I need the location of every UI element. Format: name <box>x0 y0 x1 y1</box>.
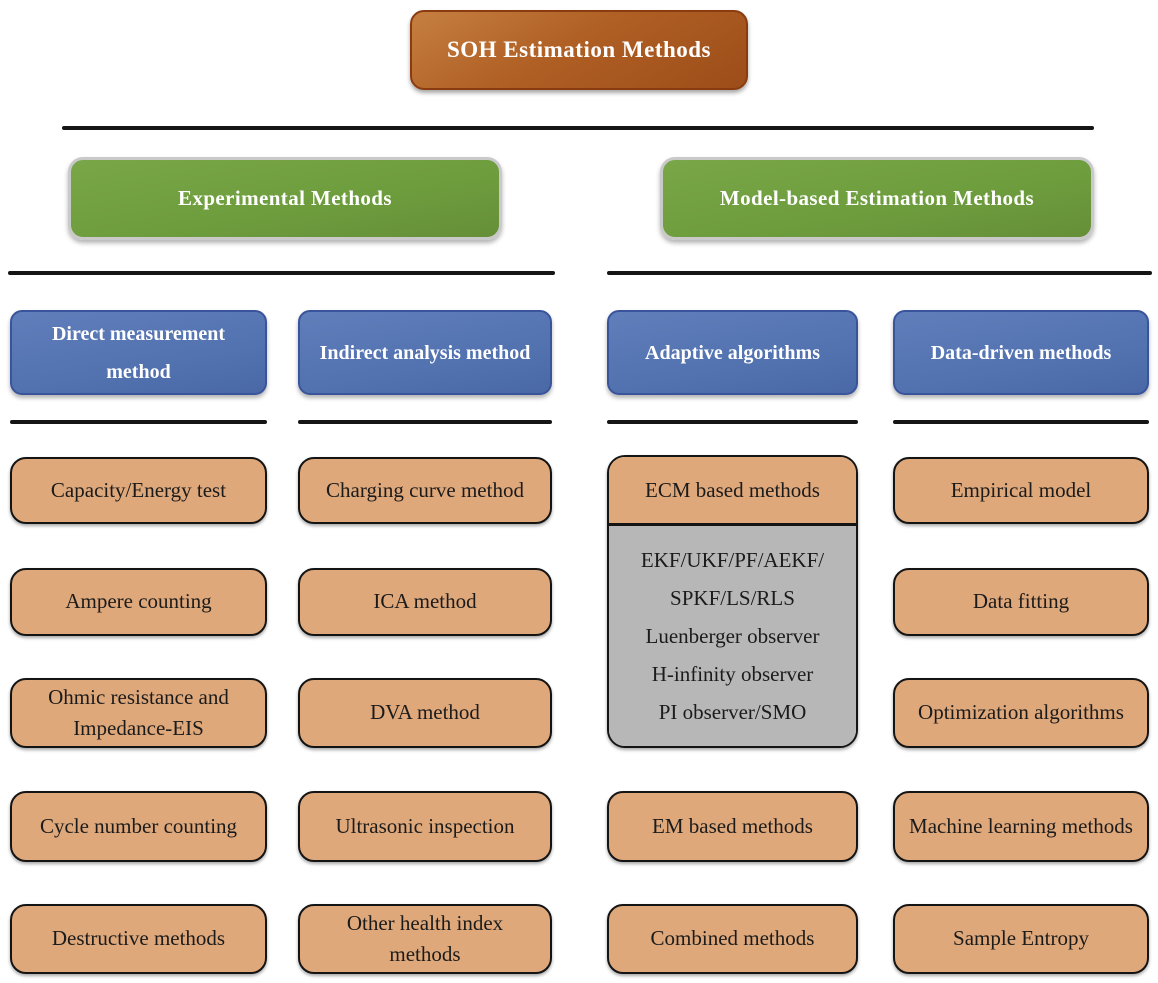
divider-direct-measurement <box>10 420 267 424</box>
method-node-data-fitting: Data fitting <box>893 568 1149 636</box>
method-node-empirical-model: Empirical model <box>893 457 1149 524</box>
category-node-data-driven-methods: Data-driven methods <box>893 310 1149 395</box>
divider-root <box>62 126 1094 130</box>
method-node-capacity-energy-test: Capacity/Energy test <box>10 457 267 524</box>
divider-indirect-analysis <box>298 420 552 424</box>
algorithm-line: EKF/UKF/PF/AEKF/ <box>640 548 825 572</box>
branch-node-experimental-methods: Experimental Methods <box>68 157 502 240</box>
algorithm-line: H-infinity observer <box>651 662 814 686</box>
algorithm-line: Luenberger observer <box>645 624 820 648</box>
method-node-ultrasonic-inspection: Ultrasonic inspection <box>298 791 552 862</box>
category-node-indirect-analysis-method: Indirect analysis method <box>298 310 552 395</box>
divider-experimental <box>8 271 555 275</box>
divider-model-based <box>607 271 1152 275</box>
method-node-combined-methods: Combined methods <box>607 904 858 974</box>
category-node-adaptive-algorithms: Adaptive algorithms <box>607 310 858 395</box>
method-node-sample-entropy: Sample Entropy <box>893 904 1149 974</box>
divider-data-driven <box>893 420 1149 424</box>
branch-node-model-based-estimation-methods: Model-based Estimation Methods <box>660 157 1094 240</box>
algorithm-line: PI observer/SMO <box>658 700 807 724</box>
method-node-optimization-algorithms: Optimization algorithms <box>893 678 1149 748</box>
method-node-destructive-methods: Destructive methods <box>10 904 267 974</box>
method-node-cycle-number-counting: Cycle number counting <box>10 791 267 862</box>
divider-adaptive-algorithms <box>607 420 858 424</box>
category-node-direct-measurement-method: Direct measurement method <box>10 310 267 395</box>
algorithm-line: SPKF/LS/RLS <box>670 586 795 610</box>
method-node-ohmic-resistance-impedance-eis: Ohmic resistance and Impedance-EIS <box>10 678 267 748</box>
method-node-em-based-methods: EM based methods <box>607 791 858 862</box>
method-node-charging-curve-method: Charging curve method <box>298 457 552 524</box>
algorithm-list-panel: EKF/UKF/PF/AEKF/ SPKF/LS/RLS Luenberger … <box>609 526 856 746</box>
method-node-ecm-based-methods: ECM based methods <box>609 457 856 526</box>
method-node-other-health-index-methods: Other health index methods <box>298 904 552 974</box>
root-node-soh-estimation-methods: SOH Estimation Methods <box>410 10 748 90</box>
method-node-ica-method: ICA method <box>298 568 552 636</box>
combined-panel-ecm-algorithms: ECM based methods EKF/UKF/PF/AEKF/ SPKF/… <box>607 455 858 748</box>
method-node-dva-method: DVA method <box>298 678 552 748</box>
method-node-ampere-counting: Ampere counting <box>10 568 267 636</box>
method-node-machine-learning-methods: Machine learning methods <box>893 791 1149 862</box>
